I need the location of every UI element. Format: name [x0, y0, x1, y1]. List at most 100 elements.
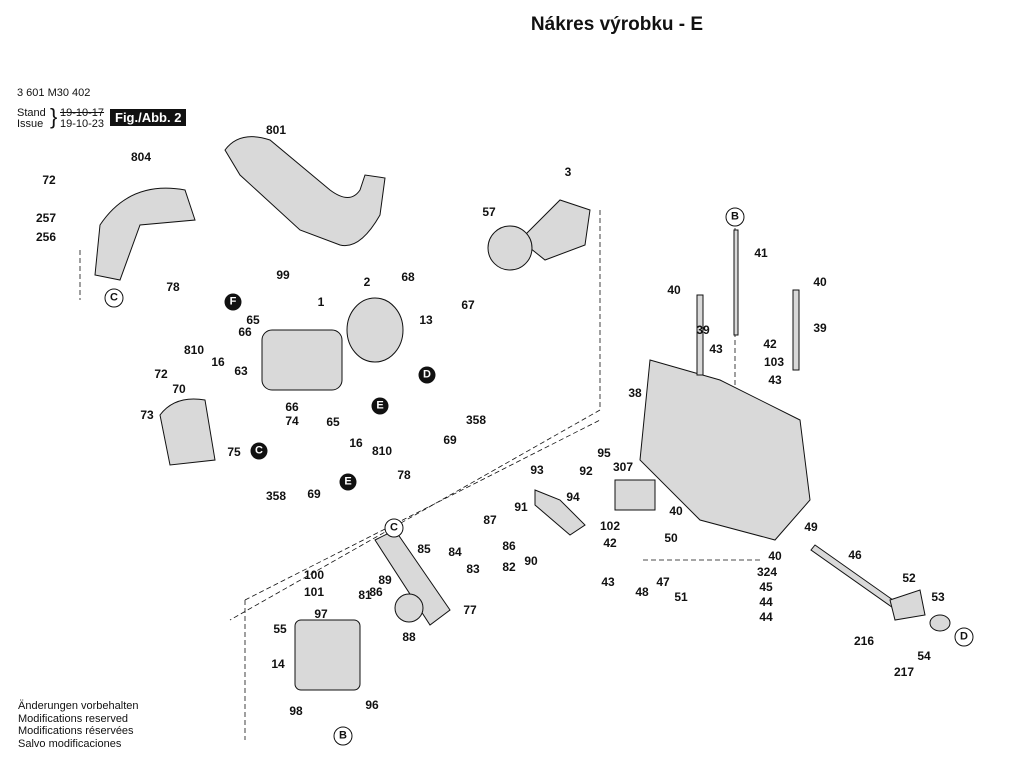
field-stator-2	[346, 297, 404, 363]
motor-housing-1	[261, 329, 343, 391]
brace: }	[50, 104, 58, 129]
part-label-67: 67	[461, 298, 475, 312]
plate-102	[614, 479, 656, 511]
bracket-55	[294, 619, 361, 691]
part-label-43: 43	[601, 575, 615, 589]
part-label-43: 43	[768, 373, 782, 387]
rod-39-right	[792, 289, 800, 371]
part-number: 3 601 M30 402	[17, 87, 91, 99]
dashed-guides	[79, 210, 760, 740]
part-label-86: 86	[369, 585, 383, 599]
part-label-40: 40	[768, 549, 782, 563]
part-label-85: 85	[417, 542, 431, 556]
part-label-65: 65	[326, 415, 340, 429]
reference-circle-E: E	[371, 397, 389, 415]
part-label-78: 78	[166, 280, 180, 294]
part-label-78: 78	[397, 468, 411, 482]
part-label-96: 96	[365, 698, 379, 712]
part-label-75: 75	[227, 445, 241, 459]
part-label-2: 2	[363, 275, 371, 289]
part-label-73: 73	[140, 408, 154, 422]
part-label-804: 804	[130, 150, 152, 164]
part-label-307: 307	[612, 460, 634, 474]
reference-circle-D: D	[954, 627, 974, 647]
part-label-65: 65	[246, 313, 260, 327]
part-label-63: 63	[234, 364, 248, 378]
part-label-39: 39	[813, 321, 827, 335]
part-label-38: 38	[628, 386, 642, 400]
rod-39-left	[696, 294, 704, 376]
part-label-92: 92	[579, 464, 593, 478]
part-label-87: 87	[483, 513, 497, 527]
part-label-93: 93	[530, 463, 544, 477]
part-label-86: 86	[502, 539, 516, 553]
part-label-54: 54	[917, 649, 931, 663]
reference-circle-E: E	[339, 473, 357, 491]
part-label-69: 69	[443, 433, 457, 447]
note-en: Modifications reserved	[18, 712, 129, 725]
part-label-44: 44	[759, 595, 773, 609]
figure-badge: Fig./Abb. 2	[110, 109, 187, 126]
footer-notes: Änderungen vorbehalten Modifications res…	[18, 700, 138, 750]
part-label-44: 44	[759, 610, 773, 624]
part-label-50: 50	[664, 531, 678, 545]
part-label-82: 82	[502, 560, 516, 574]
part-label-52: 52	[902, 571, 916, 585]
part-label-97: 97	[314, 607, 328, 621]
part-label-43: 43	[709, 342, 723, 356]
part-label-90: 90	[524, 554, 538, 568]
part-label-810: 810	[371, 444, 393, 458]
part-label-66: 66	[238, 325, 252, 339]
part-label-72: 72	[42, 173, 56, 187]
part-label-89: 89	[378, 573, 392, 587]
part-label-216: 216	[853, 634, 875, 648]
part-label-801: 801	[265, 123, 287, 137]
arm-93	[534, 489, 586, 536]
part-label-53: 53	[931, 590, 945, 604]
old-date: 19-10-17	[60, 107, 105, 119]
part-label-42: 42	[763, 337, 777, 351]
shaft-41	[733, 229, 739, 336]
gear-housing-38	[639, 359, 811, 541]
part-label-49: 49	[804, 520, 818, 534]
part-label-13: 13	[419, 313, 433, 327]
part-label-256: 256	[35, 230, 57, 244]
part-label-40: 40	[813, 275, 827, 289]
issue-label: Issue	[17, 118, 44, 130]
part-label-42: 42	[603, 536, 617, 550]
part-label-84: 84	[448, 545, 462, 559]
part-label-40: 40	[667, 283, 681, 297]
upper-guard-804	[94, 187, 196, 281]
part-label-95: 95	[597, 446, 611, 460]
part-label-77: 77	[463, 603, 477, 617]
part-label-14: 14	[271, 657, 285, 671]
part-label-102: 102	[599, 519, 621, 533]
reference-circle-B: B	[333, 726, 353, 746]
note-es: Salvo modificaciones	[18, 737, 122, 750]
fan-baffle-57	[487, 225, 533, 271]
part-label-66: 66	[285, 400, 299, 414]
part-label-55: 55	[273, 622, 287, 636]
bracket-52	[889, 589, 926, 621]
part-label-99: 99	[276, 268, 290, 282]
part-label-16: 16	[349, 436, 363, 450]
part-label-98: 98	[289, 704, 303, 718]
part-label-257: 257	[35, 211, 57, 225]
part-label-81: 81	[358, 588, 372, 602]
part-label-358: 358	[465, 413, 487, 427]
note-de: Änderungen vorbehalten	[18, 700, 139, 712]
note-fr: Modifications réservées	[18, 725, 134, 737]
part-label-70: 70	[172, 382, 186, 396]
armature-3	[519, 199, 591, 261]
reference-circle-C: C	[104, 288, 124, 308]
reference-circle-C: C	[384, 518, 404, 538]
spring-53	[929, 614, 951, 632]
reference-circle-C: C	[250, 442, 268, 460]
part-label-16: 16	[211, 355, 225, 369]
part-label-39: 39	[696, 323, 710, 337]
part-label-83: 83	[466, 562, 480, 576]
part-label-103: 103	[763, 355, 785, 369]
part-label-88: 88	[402, 630, 416, 644]
part-label-68: 68	[401, 270, 415, 284]
